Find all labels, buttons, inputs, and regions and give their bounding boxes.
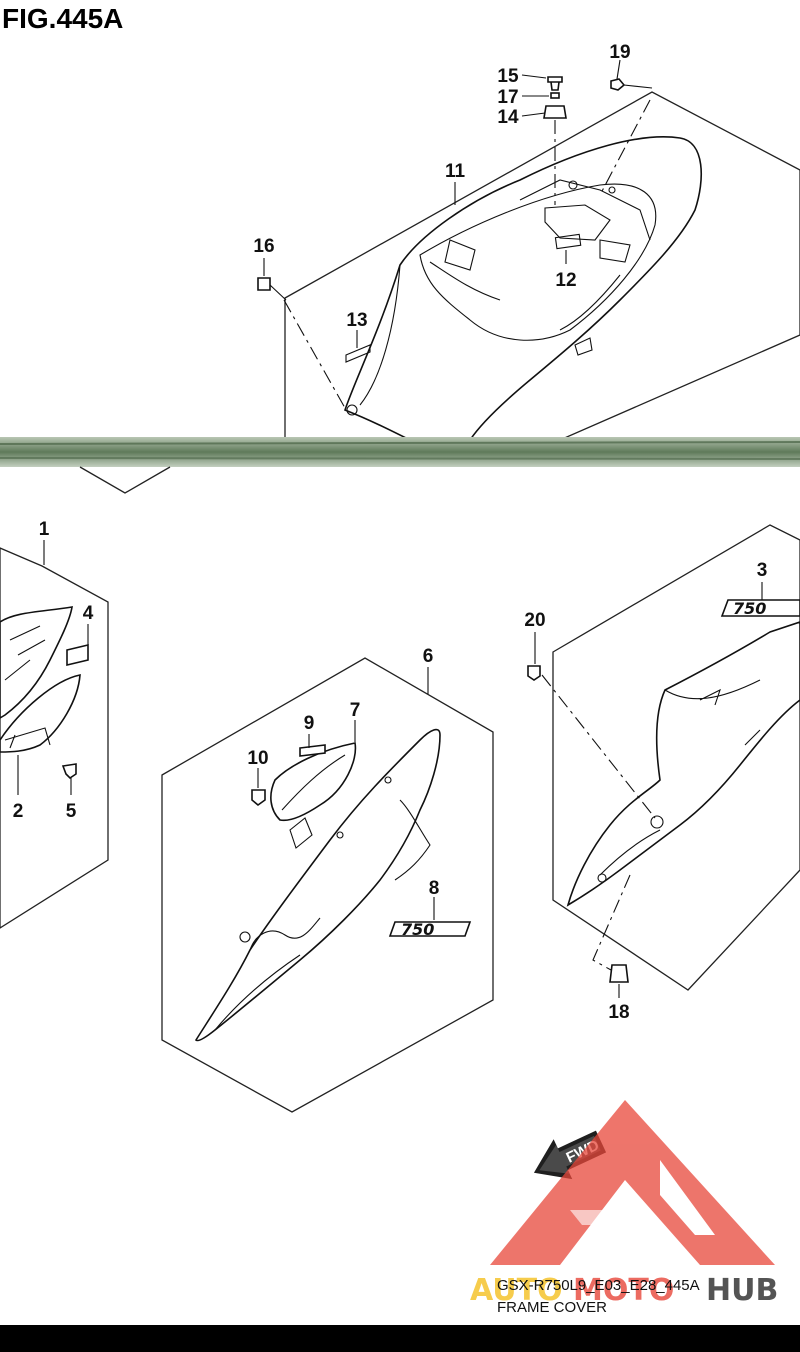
callout-17: 17 — [497, 87, 518, 108]
callout-2: 2 — [13, 801, 24, 822]
emblem-part-8: 750 — [388, 920, 472, 939]
callout-12: 12 — [555, 270, 576, 291]
figure-title: FIG.445A — [2, 3, 123, 34]
callout-6: 6 — [423, 646, 434, 667]
label-part-4 — [66, 643, 89, 667]
callout-19: 19 — [609, 42, 630, 63]
part-6-frame — [161, 657, 494, 1113]
callout-4: 4 — [83, 603, 94, 624]
watermark-text: AUTO MOTO HUB — [470, 1273, 778, 1308]
screw-part-20 — [527, 665, 541, 681]
callout-3: 3 — [757, 560, 768, 581]
callout-14: 14 — [497, 107, 519, 128]
grommet-part-14 — [543, 105, 567, 119]
callout-5: 5 — [66, 801, 77, 822]
bottom-bar — [0, 1325, 800, 1352]
callout-9: 9 — [304, 713, 315, 734]
nut-part-18 — [609, 964, 629, 983]
callout-11: 11 — [445, 161, 466, 182]
callout-18: 18 — [608, 1002, 629, 1023]
screw-part-15 — [547, 76, 563, 91]
section-name: FRAME COVER — [497, 1299, 607, 1316]
watermark-moto: MOTO — [573, 1273, 674, 1308]
right-cover-group: 750 — [527, 524, 800, 998]
callout-16: 16 — [253, 236, 274, 257]
center-cover-group: 750 — [161, 657, 494, 1113]
screw-part-16 — [257, 277, 271, 291]
emblem-part-3: 750 — [720, 599, 800, 618]
part-11-frame-tail — [79, 466, 171, 494]
watermark-logo — [490, 1100, 775, 1265]
left-cover-group — [0, 540, 109, 929]
watermark-hub: HUB — [706, 1273, 778, 1308]
frame-cover-part-6 — [194, 728, 441, 1042]
watermark-auto: AUTO — [470, 1273, 563, 1308]
side-cover-part-1 — [0, 606, 73, 719]
callout-10: 10 — [247, 748, 268, 769]
callout-labels: 19 15 17 14 11 16 12 13 1 4 2 5 6 7 9 10… — [13, 42, 768, 1023]
part-1-frame — [0, 547, 109, 929]
side-cover-part-3 — [566, 621, 800, 907]
side-cover-part-2 — [0, 674, 81, 753]
bolt-part-19 — [610, 78, 626, 91]
callout-8: 8 — [429, 878, 440, 899]
leader-lines-top — [263, 59, 653, 348]
callout-15: 15 — [497, 66, 519, 87]
callout-13: 13 — [346, 310, 367, 331]
emblem-text-3: 750 — [733, 599, 766, 618]
washer-part-17 — [550, 92, 560, 99]
tail-cover-part-11 — [344, 136, 703, 441]
emblem-text-8: 750 — [401, 920, 434, 939]
screw-part-10 — [251, 789, 266, 807]
callout-1: 1 — [39, 519, 50, 540]
tail-cover-group — [284, 91, 800, 441]
part-3-frame — [552, 524, 800, 991]
callout-20: 20 — [524, 610, 545, 631]
seat-hardware — [257, 76, 651, 409]
label-part-9 — [299, 744, 326, 757]
model-code: GSX-R750L9_E03_E28_445A — [497, 1277, 700, 1294]
callout-7: 7 — [350, 700, 361, 721]
screw-part-5 — [61, 763, 77, 780]
